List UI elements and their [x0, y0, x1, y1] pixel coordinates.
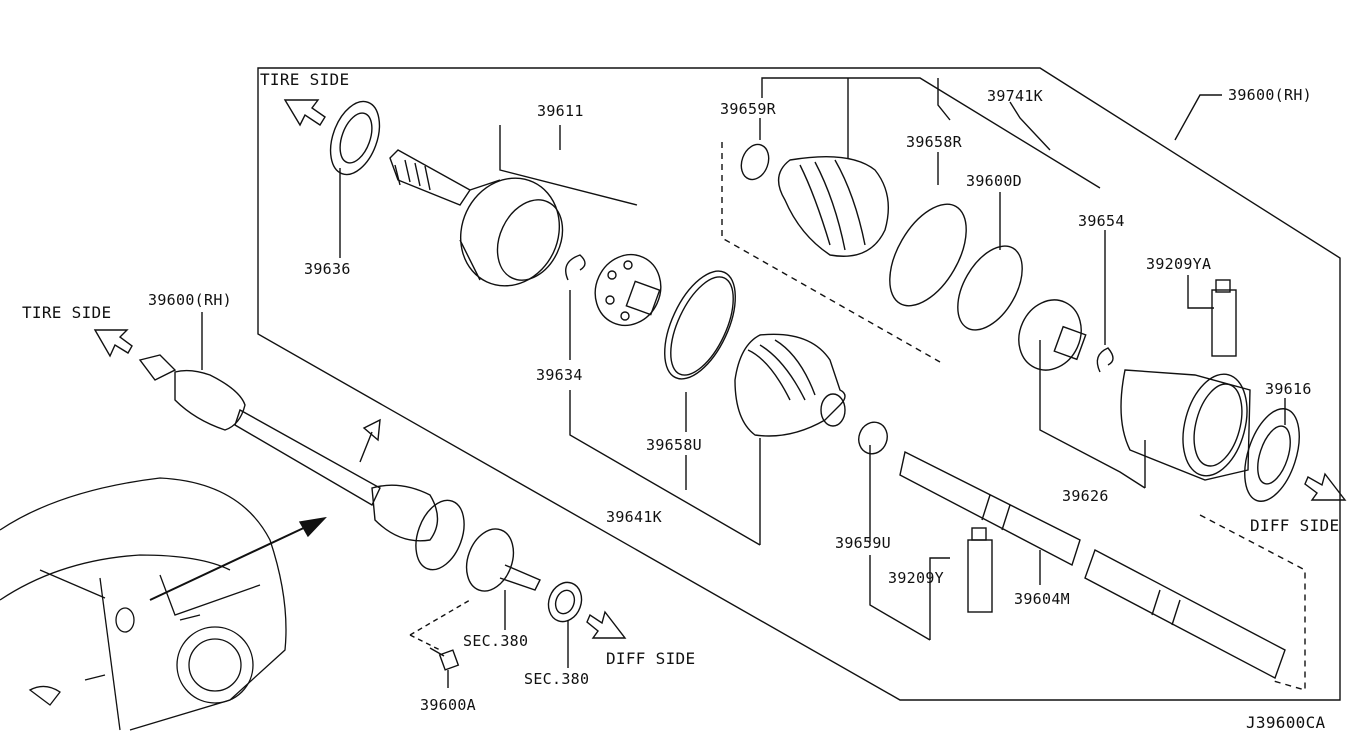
tire-side-arrow-icon — [283, 99, 326, 127]
car-direction-arrow-icon — [149, 524, 311, 601]
part-label-39600-rh-top: 39600(RH) — [1228, 86, 1312, 104]
band-39658U — [664, 270, 736, 380]
grease-tube-39209YA — [1211, 279, 1237, 357]
shaft-39604M — [899, 450, 1286, 679]
exploded-view-frame — [257, 67, 1341, 701]
part-label-39209YA: 39209YA — [1146, 255, 1212, 273]
direction-arrow-icon — [359, 418, 381, 463]
part-label-39209Y: 39209Y — [888, 569, 944, 587]
seal-sec380 — [547, 581, 583, 623]
car-silhouette — [0, 477, 287, 731]
dashed-boot-kit-region — [721, 142, 941, 363]
grease-tube-39209Y — [967, 527, 993, 613]
ring-39600D — [957, 245, 1023, 331]
part-label-39658R: 39658R — [906, 133, 962, 151]
part-label-39634: 39634 — [536, 366, 583, 384]
part-label-39659U: 39659U — [835, 534, 891, 552]
assembled-driveshaft — [138, 354, 465, 571]
part-label-39600D: 39600D — [966, 172, 1022, 190]
part-label-39659R: 39659R — [720, 100, 776, 118]
clamp-39659R — [740, 143, 770, 181]
part-label-39604M: 39604M — [1014, 590, 1070, 608]
tire-side-label-left: TIRE SIDE — [22, 303, 112, 322]
part-label-39611: 39611 — [537, 102, 584, 120]
tire-side-arrow-left-icon — [93, 329, 133, 358]
snap-ring-39634 — [565, 254, 586, 281]
part-label-39600A: 39600A — [420, 696, 476, 714]
boot-39641K — [734, 333, 846, 437]
part-label-39636: 39636 — [304, 260, 351, 278]
section-label-sec380-a: SEC.380 — [463, 632, 529, 650]
part-label-39658U: 39658U — [646, 436, 702, 454]
part-label-39616: 39616 — [1265, 380, 1312, 398]
part-label-39741K: 39741K — [987, 87, 1043, 105]
diff-side-arrow-bottom-icon — [586, 610, 627, 639]
flange-sec380 — [465, 528, 541, 592]
outer-joint-39611 — [389, 149, 564, 287]
part-label-39600-rh-left: 39600(RH) — [148, 291, 232, 309]
inner-race-right — [1018, 299, 1087, 371]
diff-side-label-bottom: DIFF SIDE — [606, 649, 696, 668]
bolt-39600A — [429, 647, 460, 671]
diagram-id: J39600CA — [1246, 713, 1326, 732]
housing-39626 — [1120, 369, 1251, 481]
part-label-39641K: 39641K — [606, 508, 662, 526]
band-39658R — [889, 203, 967, 307]
washer-39616 — [1244, 408, 1300, 502]
clamp-39659U — [858, 421, 888, 455]
washer-39636 — [329, 100, 381, 176]
diff-side-label: DIFF SIDE — [1250, 516, 1340, 535]
snap-ring-39654 — [1096, 347, 1114, 373]
part-label-39654: 39654 — [1078, 212, 1125, 230]
kit-bracket-39741K — [761, 77, 1101, 189]
tire-side-label: TIRE SIDE — [260, 70, 350, 89]
inner-race — [594, 253, 662, 327]
boot-top — [777, 156, 890, 257]
diff-side-arrow-icon — [1304, 472, 1347, 501]
part-label-39626: 39626 — [1062, 487, 1109, 505]
section-label-sec380-b: SEC.380 — [524, 670, 590, 688]
